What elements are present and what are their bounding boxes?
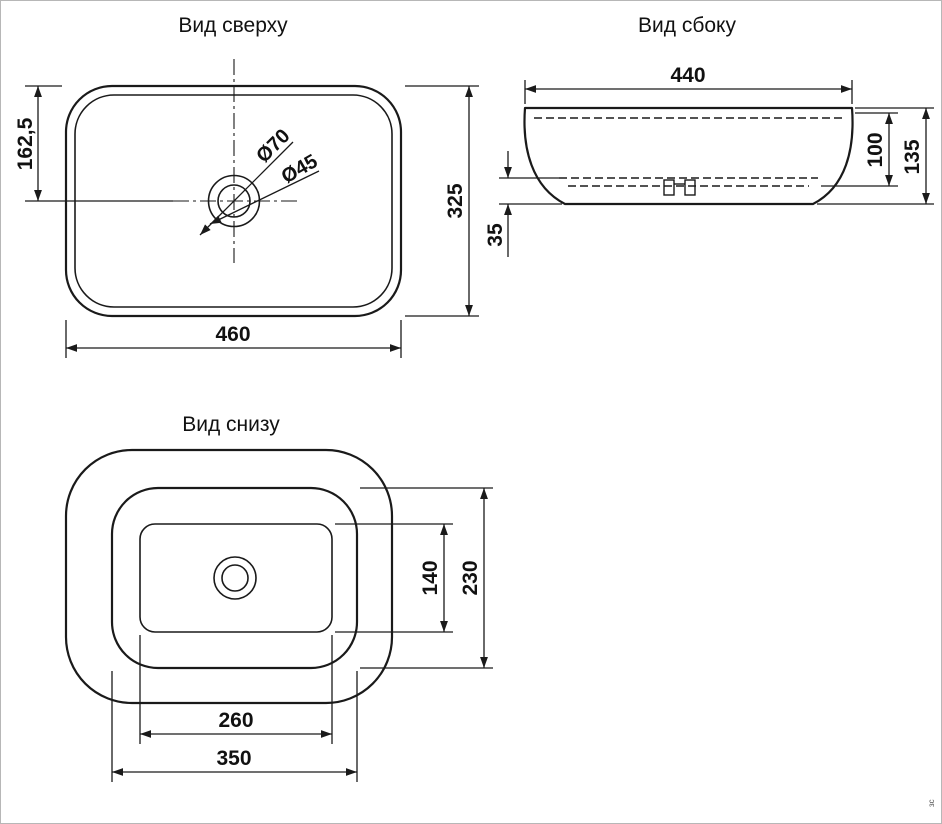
side-view-drain-detail — [663, 179, 696, 196]
dim-top-offset: 162,5 — [14, 85, 173, 202]
bottom-view-base-contour — [139, 523, 333, 633]
dim-side-width-label: 440 — [670, 64, 705, 87]
dim-bottom-base-width-label: 350 — [216, 747, 251, 770]
bottom-view-title: Вид снизу — [182, 413, 280, 436]
dim-side-depth: 100 — [821, 112, 898, 187]
drain-outer-circle — [207, 174, 261, 228]
dim-side-base-label: 35 — [484, 223, 507, 247]
drain-inner-circle — [217, 184, 251, 218]
bottom-view: Вид снизу 140 230 260 — [64, 413, 493, 782]
dim-top-height: 325 — [405, 85, 479, 317]
dim-drain-inner: Ø45 — [278, 150, 322, 188]
dim-bottom-inner-width-label: 260 — [218, 709, 253, 732]
dim-side-height: 135 — [817, 107, 934, 205]
dim-bottom-base-height-label: 230 — [459, 560, 482, 595]
bottom-drain-outer-circle — [213, 556, 257, 600]
top-view: Вид сверху Ø70 Ø45 162,5 — [14, 14, 479, 358]
side-view: Вид сбоку 440 100 — [484, 14, 934, 257]
dim-bottom-inner-height: 140 — [335, 523, 453, 633]
dim-top-offset-label: 162,5 — [14, 117, 37, 170]
bottom-drain-inner-circle — [221, 564, 249, 592]
bottom-view-rim-contour — [64, 448, 394, 705]
dim-top-width: 460 — [65, 320, 402, 358]
dim-side-depth-label: 100 — [864, 132, 887, 167]
dim-side-width: 440 — [524, 64, 853, 104]
dim-bottom-inner-width: 260 — [139, 635, 333, 744]
dim-bottom-base-height: 230 — [360, 487, 493, 669]
dim-top-height-label: 325 — [444, 183, 467, 218]
dim-drain-outer: Ø70 — [252, 125, 294, 167]
watermark-text: зс — [927, 799, 936, 807]
dim-bottom-base-width: 350 — [111, 671, 358, 782]
side-view-title: Вид сбоку — [638, 14, 736, 37]
side-view-contour — [523, 106, 854, 206]
dim-bottom-inner-height-label: 140 — [419, 560, 442, 595]
bottom-view-body-contour — [110, 486, 359, 670]
dim-side-height-label: 135 — [901, 139, 924, 174]
dim-side-base: 35 — [484, 151, 562, 257]
dim-top-width-label: 460 — [215, 323, 250, 346]
top-view-title: Вид сверху — [178, 14, 288, 37]
